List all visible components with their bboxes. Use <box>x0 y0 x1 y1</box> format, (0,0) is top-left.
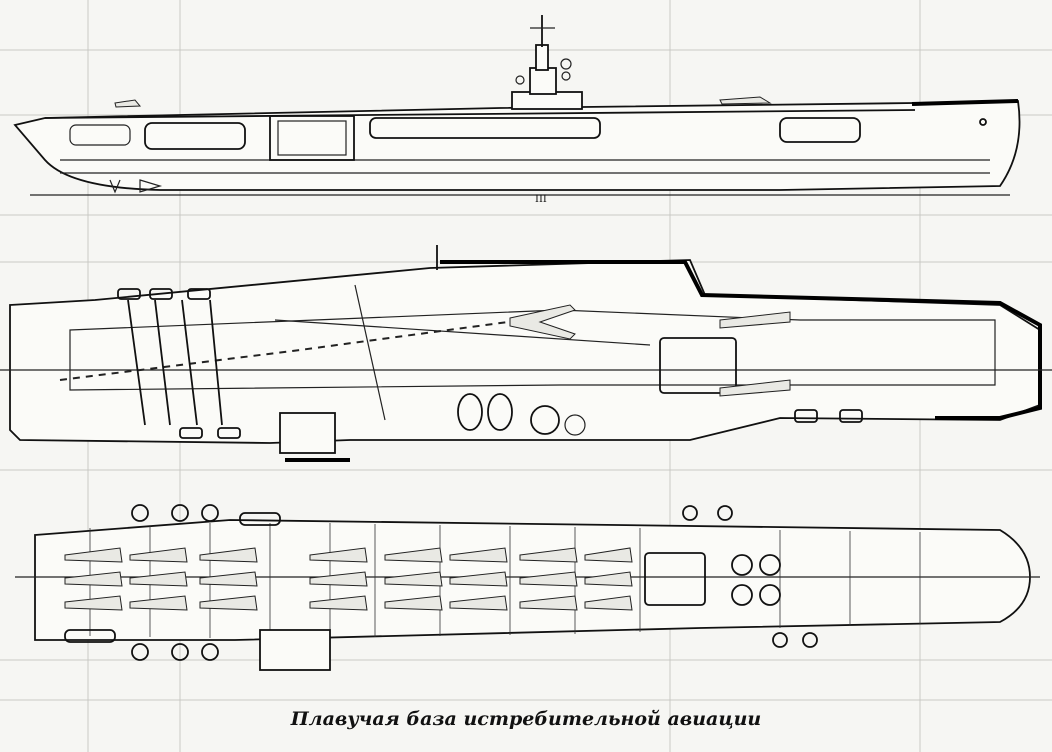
radar-dome-lower <box>561 71 571 81</box>
jet-forward <box>719 311 791 329</box>
stern-elevator <box>279 412 336 454</box>
flight-deck-edge <box>911 99 1019 106</box>
landing-guide <box>274 319 651 346</box>
hangar-elevator-stern <box>259 629 331 671</box>
sponson <box>144 122 246 150</box>
flight-deck-plan <box>0 245 1052 462</box>
parked-aircraft <box>64 547 633 611</box>
jet-forward-2 <box>719 379 791 397</box>
radar-dome-aft <box>515 75 525 85</box>
island <box>511 15 583 110</box>
section-mark: III <box>535 194 547 205</box>
anchor-icon <box>979 118 987 126</box>
deck-line <box>44 109 916 119</box>
sponson-mid <box>369 117 601 139</box>
island-block <box>529 67 557 95</box>
boat-davits <box>131 504 818 661</box>
hangar-deck-plan <box>15 504 1040 671</box>
rudder <box>109 179 121 194</box>
mast <box>535 44 549 71</box>
side-view: III <box>13 15 1021 205</box>
drawing-caption: Плавучая база истребительной авиации <box>290 708 762 730</box>
island-plan <box>457 393 586 436</box>
gun-sponsons <box>117 288 863 439</box>
arresting-wires <box>127 299 223 426</box>
deck-aircraft <box>719 96 772 105</box>
elevator-opening <box>269 115 355 161</box>
hangar-elevator <box>644 552 706 606</box>
sponson-fwd <box>779 117 861 143</box>
boat-stern <box>64 629 116 643</box>
side-view-hull <box>13 100 1021 191</box>
boat <box>239 512 281 526</box>
deck-outline <box>9 259 1041 444</box>
deck-elevator <box>659 337 737 394</box>
boilers <box>731 554 781 606</box>
landing-area <box>69 309 996 391</box>
elevator-inner <box>277 120 347 156</box>
deck-edge-heavy <box>440 260 1042 420</box>
deck-aircraft-stern <box>114 99 142 108</box>
radar-dome <box>560 58 572 70</box>
angled-deck-limit <box>354 284 386 421</box>
jet-on-catapult <box>509 304 576 340</box>
stern-sponson <box>69 124 131 146</box>
propeller <box>139 179 163 193</box>
